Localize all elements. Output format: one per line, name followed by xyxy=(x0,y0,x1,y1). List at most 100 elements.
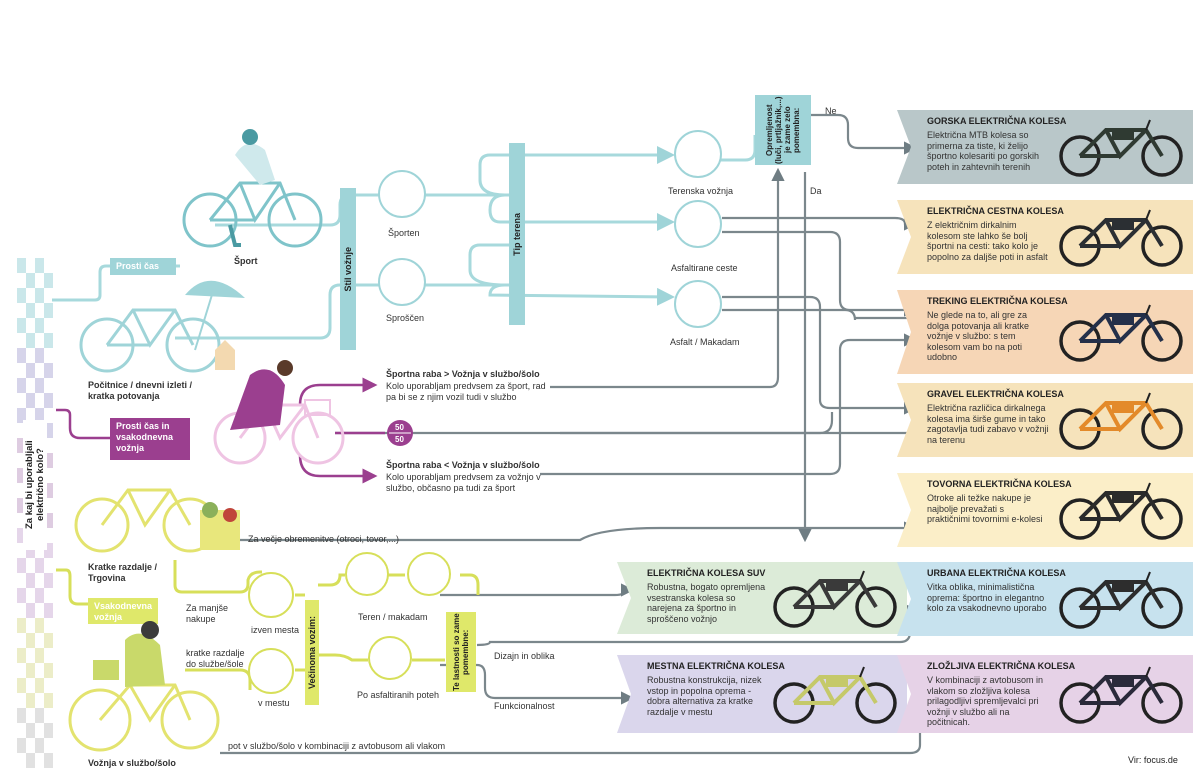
asfaltirane-poti-icon xyxy=(368,636,412,680)
checker-square xyxy=(44,423,53,438)
checker-square xyxy=(44,573,53,588)
ebike-icon xyxy=(773,570,897,628)
question-text: Za kaj bi uporabljali električno kolo? xyxy=(24,440,46,530)
mixed-use-lines xyxy=(56,377,385,484)
question-bar: Za kaj bi uporabljali električno kolo? xyxy=(23,420,47,550)
izven-mesta-label: izven mesta xyxy=(251,625,300,635)
result-card-title: ELEKTRIČNA KOLESA SUV xyxy=(647,568,766,578)
tip-terena-bar: Tip terena xyxy=(509,143,525,325)
opremljenost-bar: Opremljenost (luči, prtljažnik,...) je z… xyxy=(755,95,811,165)
checker-square xyxy=(17,678,26,693)
checker-square xyxy=(17,648,26,663)
ebike-icon xyxy=(1059,209,1183,267)
checker-square xyxy=(35,618,44,633)
shopping-bike-illustration xyxy=(74,488,240,553)
checker-square xyxy=(17,618,26,633)
v-mestu-label: v mestu xyxy=(258,698,290,708)
checker-square xyxy=(35,708,44,723)
tag-vsakodnevna: Vsakodnevna vožnja xyxy=(88,598,158,624)
result-card-2: TREKING ELEKTRIČNA KOLESA Ne glede na to,… xyxy=(897,290,1193,374)
mixed-rider-illustration xyxy=(213,360,345,465)
rider-label-pocitnice: Počitnice / dnevni izleti / kratka potov… xyxy=(88,380,193,401)
checker-square xyxy=(26,543,35,558)
checker-square xyxy=(44,693,53,708)
result-card-title: ELEKTRIČNA CESTNA KOLESA xyxy=(927,206,1064,216)
checker-square xyxy=(17,438,26,453)
sproscen-icon xyxy=(378,258,426,306)
checker-square xyxy=(17,528,26,543)
oprema-ne-label: Ne xyxy=(825,106,837,116)
teren-makadam-icon-2 xyxy=(407,552,451,596)
checker-square xyxy=(35,678,44,693)
manjse-label: Za manjše nakupe xyxy=(186,603,229,624)
ebike-icon xyxy=(1059,392,1183,450)
lastnosti-bar: Te lastnosti so zame pomembne: xyxy=(446,612,476,692)
sport-rider-illustration xyxy=(182,129,323,248)
checker-square xyxy=(26,363,35,378)
asfalt-makadam-label: Asfalt / Makadam xyxy=(670,337,740,347)
checker-square xyxy=(17,318,26,333)
checker-square xyxy=(26,573,35,588)
checker-square xyxy=(17,588,26,603)
checker-square xyxy=(26,333,35,348)
checker-square xyxy=(35,558,44,573)
result-card-4: TOVORNA ELEKTRIČNA KOLESA Otroke ali težk… xyxy=(897,473,1193,547)
checker-square xyxy=(44,753,53,768)
checker-square xyxy=(35,258,44,273)
sportna-less-title: Športna raba < Vožnja v službo/šolo xyxy=(386,460,540,470)
asfaltirane-label: Asfaltirane ceste xyxy=(671,263,738,273)
checker-square xyxy=(17,468,26,483)
checker-square xyxy=(17,498,26,513)
teren-makadam-icon-1 xyxy=(345,552,389,596)
daily-lines xyxy=(56,560,480,690)
rider-label-sport: Šport xyxy=(234,256,258,266)
checker-square xyxy=(44,543,53,558)
checker-square xyxy=(35,378,44,393)
sportna-more-desc: Kolo uporabljam predvsem za šport, rad p… xyxy=(386,381,546,402)
ratio-bottom: 50 xyxy=(395,435,404,444)
dizajn-label: Dizajn in oblika xyxy=(494,651,555,661)
teren-makadam-label: Teren / makadam xyxy=(358,612,428,622)
checker-square xyxy=(35,648,44,663)
checker-square xyxy=(26,753,35,768)
terenska-label: Terenska vožnja xyxy=(668,186,734,196)
checker-square xyxy=(26,723,35,738)
result-card-desc: Električna MTB kolesa so primerna za tis… xyxy=(927,130,1040,172)
result-card-title: TOVORNA ELEKTRIČNA KOLESA xyxy=(927,479,1072,489)
checker-square xyxy=(26,693,35,708)
result-card-desc: Električna različica dirkalnega kolesa i… xyxy=(927,403,1049,445)
ebike-icon xyxy=(1059,482,1183,540)
checker-square xyxy=(44,723,53,738)
sportna-less-desc: Kolo uporabljam predvsem za vožnjo v slu… xyxy=(386,472,541,493)
checker-square xyxy=(44,633,53,648)
checker-square xyxy=(17,738,26,753)
kratke-razdalje-label: kratke razdalje do službe/šole xyxy=(186,648,245,669)
izven-mesta-icon xyxy=(248,572,294,618)
checker-square xyxy=(44,273,53,288)
checker-square xyxy=(44,603,53,618)
result-card-title: URBANA ELEKTRIČNA KOLESA xyxy=(927,568,1066,578)
result-card-desc: V kombinaciji z avtobusom in vlakom so z… xyxy=(927,675,1044,727)
ebike-icon xyxy=(1059,666,1183,724)
vecinoma-bar: Večinoma vozim: xyxy=(305,600,319,705)
ebike-icon xyxy=(1059,304,1183,362)
cargo-note: Za večje obremenitve (otroci, tovor,...) xyxy=(248,534,400,544)
checker-square xyxy=(35,738,44,753)
ebike-icon xyxy=(1059,571,1183,629)
checker-square xyxy=(35,348,44,363)
checker-square xyxy=(44,663,53,678)
checker-square xyxy=(17,348,26,363)
oprema-da-label: Da xyxy=(810,186,822,196)
checker-square xyxy=(44,483,53,498)
result-card-title: TREKING ELEKTRIČNA KOLESA xyxy=(927,296,1068,306)
result-card-desc: Ne glede na to, ali gre za dolga potovan… xyxy=(927,310,1030,362)
commuter-rider-illustration xyxy=(68,621,220,752)
checker-square xyxy=(35,408,44,423)
checker-square xyxy=(44,333,53,348)
result-card-desc: Otroke ali težke nakupe je najbolje prev… xyxy=(927,493,1043,524)
checker-square xyxy=(17,258,26,273)
asfaltirane-icon xyxy=(674,200,722,248)
